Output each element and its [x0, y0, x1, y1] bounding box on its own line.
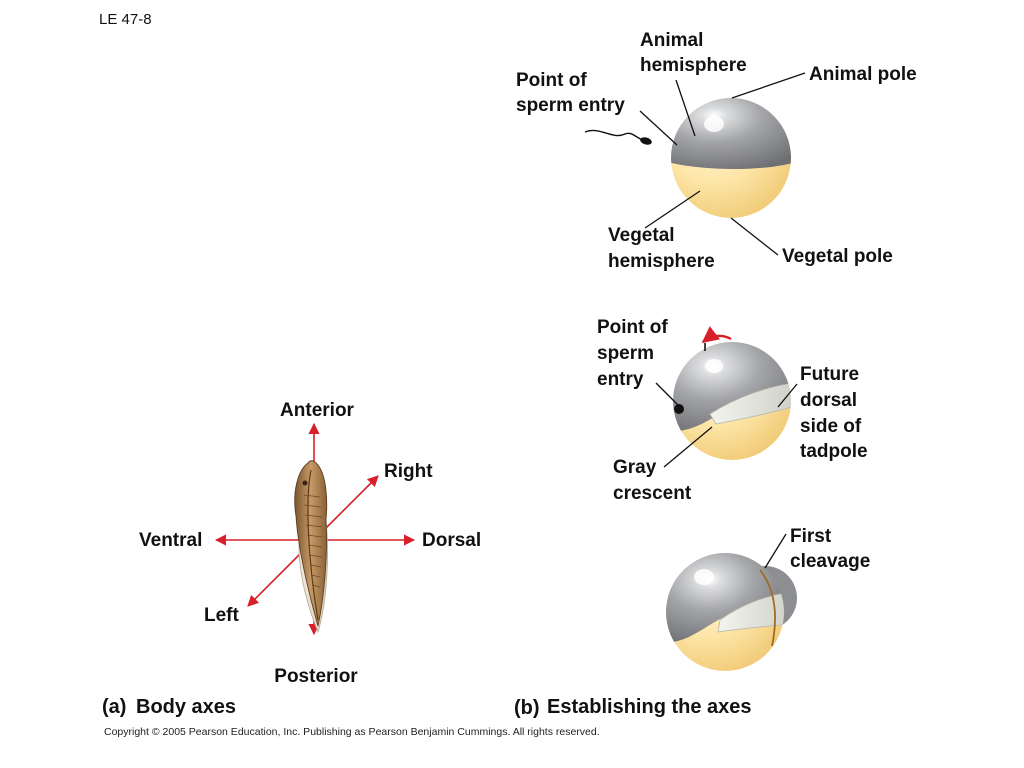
sperm-entry-label-1: Point of sperm entry — [516, 70, 625, 116]
sperm-entry-label-2: Point of sperm entry — [597, 317, 673, 390]
first-cleavage-label: First cleavage — [790, 526, 870, 572]
egg-stage-3: First cleavage — [666, 526, 870, 671]
cleavage-furrow — [759, 569, 777, 647]
gray-crescent-label: Gray crescent — [613, 457, 692, 504]
part-b-letter: (b) — [514, 697, 540, 719]
dorsal-label: Dorsal — [422, 530, 481, 551]
gray-animal-region — [673, 342, 791, 432]
left-label: Left — [204, 605, 240, 626]
animal-pole-label: Animal pole — [809, 64, 917, 85]
copyright-notice: Copyright © 2005 Pearson Education, Inc.… — [104, 726, 600, 738]
gray-animal-region-3 — [666, 553, 784, 642]
sperm-icon — [584, 129, 652, 145]
vegetal-pole-label: Vegetal pole — [782, 246, 893, 267]
posterior-label: Posterior — [274, 666, 358, 687]
vegetal-hemisphere-label: Vegetal hemisphere — [608, 225, 715, 272]
ventral-label: Ventral — [139, 530, 202, 551]
rotation-arrow — [701, 326, 732, 344]
egg-stage-2: Point of sperm entry Future dorsal side … — [597, 317, 868, 504]
sperm-entry-dot — [674, 404, 684, 414]
body-axes-panel: Anterior Posterior Right Left Ventral Do… — [102, 400, 481, 718]
animal-hemisphere-shape — [671, 98, 791, 169]
tadpole-illustration — [294, 460, 328, 634]
animal-hemisphere-label: Animal hemisphere — [640, 30, 747, 76]
part-a-letter: (a) — [102, 696, 126, 718]
future-dorsal-label: Future dorsal side of tadpole — [800, 364, 868, 462]
gray-crescent-shape — [709, 382, 791, 425]
part-b-caption: Establishing the axes — [547, 696, 752, 718]
right-label: Right — [384, 461, 433, 482]
part-a-caption: Body axes — [136, 696, 236, 718]
anterior-label: Anterior — [280, 400, 355, 421]
slide-title: LE 47-8 — [99, 11, 152, 28]
egg-stage-1: Animal hemisphere Animal pole Point of s… — [516, 30, 917, 272]
